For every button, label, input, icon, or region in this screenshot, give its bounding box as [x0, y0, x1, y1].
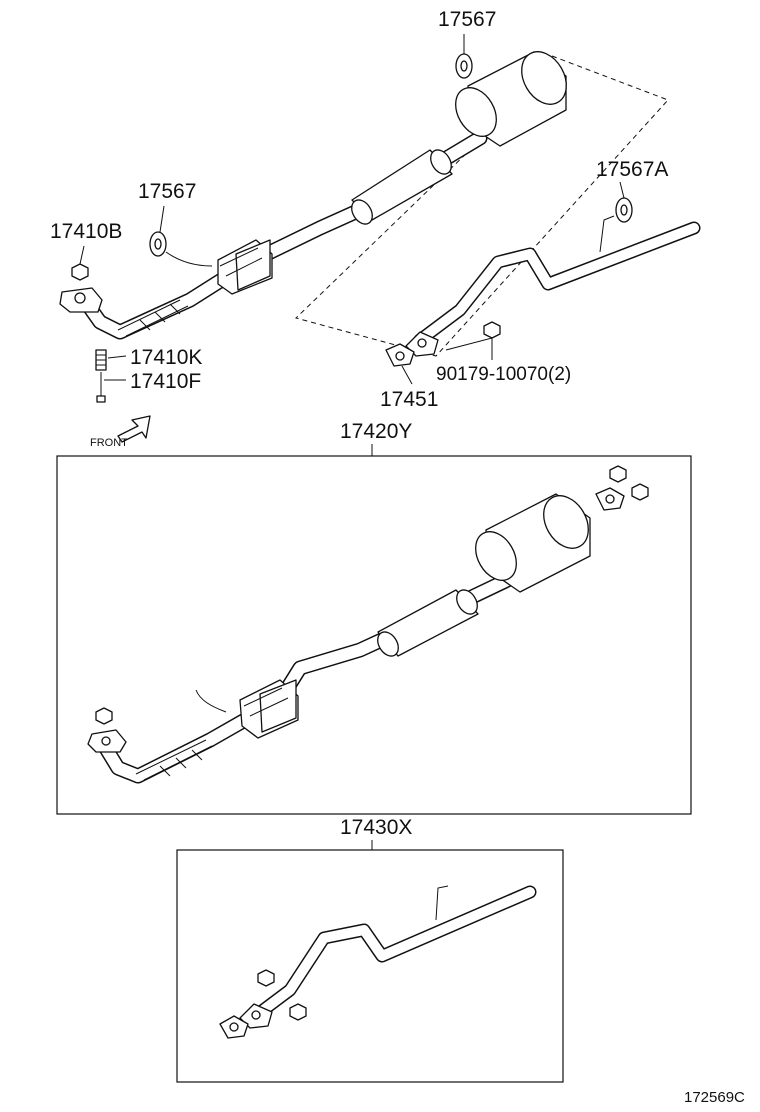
insulator-17567-left	[149, 231, 167, 257]
nut-17410b	[71, 263, 89, 281]
gasket-17451	[385, 343, 415, 367]
assembly-box-17430x	[176, 849, 564, 1083]
insulator-17567-top	[455, 53, 473, 79]
label-insulator-top: 17567	[438, 8, 496, 31]
diagram-code: 172569C	[684, 1089, 745, 1106]
exhaust-pipe-front-assembly	[59, 130, 488, 340]
label-nut-90179: 90179-10070(2)	[436, 364, 571, 385]
tailpipe-assembly-17430x	[219, 885, 537, 1039]
label-spring-17410k: 17410K	[130, 346, 202, 369]
label-insulator-left: 17567	[138, 180, 196, 203]
label-bolt-17410f: 17410F	[130, 370, 201, 393]
leader-lines	[79, 34, 625, 385]
assembly-boundary-dashed	[295, 55, 669, 357]
label-insulator-right: 17567A	[596, 158, 668, 181]
front-arrow-icon	[117, 415, 151, 443]
label-gasket-17451: 17451	[380, 388, 438, 411]
label-assembly-17430x: 17430X	[340, 816, 412, 839]
tailpipe-exploded	[405, 215, 701, 357]
label-assembly-17420y: 17420Y	[340, 420, 412, 443]
bolt-17410f	[96, 372, 106, 403]
insulator-17567a	[615, 197, 633, 223]
tailpipe-muffler	[455, 51, 567, 147]
label-front: FRONT	[90, 437, 128, 449]
assembly-box-17420y	[56, 455, 692, 815]
exhaust-system-assembly-17420y	[87, 465, 649, 784]
nut-90179	[483, 321, 501, 339]
compression-spring-17410k	[95, 349, 107, 371]
label-nut-17410b: 17410B	[50, 220, 122, 243]
